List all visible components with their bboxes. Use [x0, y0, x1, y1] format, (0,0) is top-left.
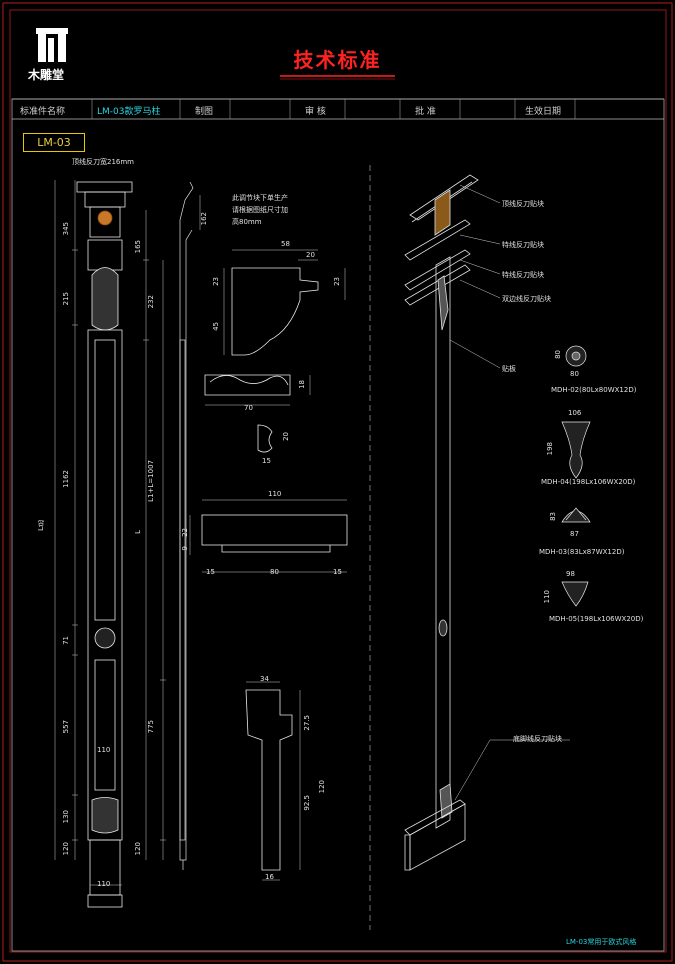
side-dim-165: 165	[134, 240, 142, 254]
dim-345: 345	[62, 222, 70, 236]
carving-mdh04	[561, 421, 591, 479]
p1-h2: 23	[333, 277, 341, 286]
p5-h1: 27.5	[303, 715, 311, 731]
mdh04-h: 198	[546, 442, 554, 456]
mdh03-h: 83	[549, 512, 557, 521]
dim-71: 71	[62, 636, 70, 645]
p1-w: 58	[281, 240, 290, 248]
std-part-name-label: 标准件名称	[20, 107, 66, 117]
dim-110-mid: 110	[97, 746, 111, 754]
side-dim-775: 775	[147, 720, 155, 734]
side-dimensions	[143, 195, 201, 860]
callout-top-trim: 顶线反刀贴块	[502, 200, 544, 208]
side-dim-120: 120	[134, 842, 142, 856]
logo-text: 木雕堂	[28, 68, 65, 82]
carving-mdh05	[561, 581, 589, 607]
p1-h1: 23	[212, 277, 220, 286]
callout-leaders	[449, 184, 570, 801]
model-code-tag: LM-03	[23, 133, 85, 152]
dim-557: 557	[62, 720, 70, 734]
callout-double-trim: 双边线反刀贴块	[502, 295, 551, 303]
mdh03-w: 87	[570, 530, 579, 538]
p2-h: 18	[298, 380, 306, 389]
p4-h1: 22	[181, 528, 189, 537]
p4-b1: 15	[206, 568, 215, 576]
callout-trim-2: 特线反刀贴块	[502, 271, 544, 279]
page-title: 技术标准	[293, 48, 382, 72]
p5-h2: 92.5	[303, 795, 311, 811]
dim-215: 215	[62, 292, 70, 306]
note-line-2: 请根据图纸尺寸加	[232, 206, 288, 214]
profile-base	[201, 514, 348, 553]
inner-frame	[9, 9, 667, 953]
logo-icon	[36, 28, 68, 62]
top-note: 顶线反刀宽216mm	[72, 158, 134, 166]
profile-plinth	[245, 689, 293, 871]
side-dim-162: 162	[200, 212, 208, 226]
date-label: 生效日期	[525, 107, 562, 117]
exploded-view	[404, 174, 479, 871]
mdh05-label: MDH-05(198Lx106WX20D)	[549, 615, 644, 623]
p5-h3: 120	[318, 780, 326, 794]
mdh02-label: MDH-02(80Lx80WX12D)	[551, 386, 637, 394]
note-line-3: 高80mm	[232, 218, 262, 226]
dim-130: 130	[62, 810, 70, 824]
p1-h3: 45	[212, 322, 220, 331]
p2-w: 70	[244, 404, 253, 412]
p5-w: 34	[260, 675, 269, 683]
mdh02-h: 80	[554, 350, 562, 359]
mdh02-w: 80	[570, 370, 579, 378]
approve-label: 批 准	[415, 107, 436, 117]
callout-trim-1: 特线反刀贴块	[502, 241, 544, 249]
check-label: 审 核	[305, 107, 326, 117]
dim-1162: 1162	[62, 470, 70, 488]
dim-total: L总	[37, 520, 45, 531]
profile-crown	[231, 267, 319, 356]
front-column	[76, 181, 133, 908]
profile-strip	[204, 374, 291, 396]
p5-b: 16	[265, 873, 274, 881]
p1-w2: 20	[306, 251, 315, 259]
front-dimensions	[54, 180, 122, 886]
p4-b3: 15	[333, 568, 342, 576]
carving-mdh02	[565, 345, 587, 367]
side-column	[179, 181, 194, 870]
note-line-1: 此调节块下单生产	[232, 194, 288, 202]
p4-b2: 80	[270, 568, 279, 576]
side-dim-l1l: L1+L=1007	[147, 460, 155, 502]
mdh05-w: 98	[566, 570, 575, 578]
dim-120: 120	[62, 842, 70, 856]
mdh03-label: MDH-03(83Lx87WX12D)	[539, 548, 625, 556]
p4-w: 110	[268, 490, 282, 498]
dim-bottom-width: 110	[97, 880, 111, 888]
carving-mdh03	[561, 507, 591, 523]
mdh05-h: 110	[543, 590, 551, 604]
p3-h: 20	[282, 432, 290, 441]
profile-small	[257, 424, 273, 453]
callout-base-trim: 底脚线反刀贴块	[513, 735, 562, 743]
side-dim-232: 232	[147, 295, 155, 309]
p3-w: 15	[262, 457, 271, 465]
side-dim-l: L	[134, 530, 142, 534]
draw-label: 制图	[195, 107, 214, 117]
callout-panel: 贴板	[502, 365, 516, 373]
mdh04-w: 106	[568, 409, 582, 417]
std-part-name-value: LM-03款罗马柱	[97, 107, 161, 117]
footnote: LM-03常用于欧式风格	[566, 938, 637, 946]
mdh04-label: MDH-04(198Lx106WX20D)	[541, 478, 636, 486]
p4-h2: 9	[181, 546, 189, 551]
